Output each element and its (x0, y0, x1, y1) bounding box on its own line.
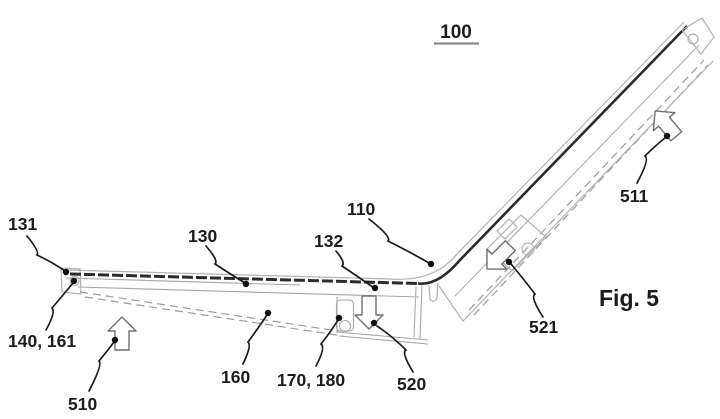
force-arrows (107, 110, 683, 351)
leader-520 (376, 325, 414, 373)
display-band-angled (417, 25, 688, 285)
device-number-label: 100 (440, 22, 472, 43)
ref-label-140-161: 140, 161 (8, 331, 76, 351)
leader-dot-110 (427, 260, 435, 268)
leader-dot-510 (111, 336, 119, 344)
ref-label-520: 520 (397, 374, 426, 394)
force-arrow-520-down-icon (354, 295, 384, 330)
end-box-right-edge (419, 284, 423, 340)
arm-dashed-line-2 (473, 64, 709, 316)
figure-caption: Fig. 5 (599, 285, 659, 311)
ref-label-110: 110 (347, 199, 375, 219)
labels: 100 131 130 132 110 511 140, 161 510 160… (8, 22, 659, 414)
fold-notch-outline (428, 282, 439, 302)
display-top-edge (65, 21, 685, 280)
leader-lines (26, 132, 671, 392)
tip-hinge-hole (687, 33, 699, 45)
arm-component-step (496, 218, 518, 240)
ref-label-132: 132 (314, 231, 343, 251)
leader-dot-140-161 (70, 277, 78, 285)
leader-dot-132 (371, 284, 379, 292)
ref-label-160: 160 (221, 367, 250, 387)
arm-dashed-line-1 (468, 59, 705, 311)
display-band-horizontal (69, 272, 419, 285)
tip-end-cap (681, 17, 715, 55)
wedge-line-lower (84, 296, 344, 337)
leader-dot-131 (62, 268, 70, 276)
leader-dot-511 (663, 132, 671, 140)
leader-dot-520 (370, 319, 378, 327)
leader-510 (88, 341, 115, 392)
end-box-bottom-outer (336, 331, 429, 341)
left-end-cap (60, 267, 82, 295)
ref-label-510: 510 (68, 394, 97, 414)
ref-label-131: 131 (8, 214, 37, 234)
leader-110 (368, 218, 430, 264)
leader-130 (205, 245, 246, 284)
end-box-right-inner (413, 286, 417, 338)
leader-140-161 (45, 282, 74, 331)
hinge-block-hole (338, 319, 352, 333)
plate-lower-edge (65, 277, 301, 286)
arm-component-hole (521, 242, 535, 256)
leader-170-180 (315, 319, 339, 367)
force-arrow-521-down-left-icon (486, 240, 516, 270)
ref-label-511: 511 (620, 186, 648, 206)
leader-521 (510, 263, 544, 318)
fold-notch (428, 282, 439, 302)
arm-component-box (486, 214, 547, 272)
leader-132 (335, 250, 375, 289)
force-arrow-511-up-left-icon (652, 110, 683, 142)
leader-dot-170-180 (335, 314, 343, 322)
arm-outer-edge (438, 60, 714, 322)
ref-label-521: 521 (529, 317, 558, 337)
leader-131 (26, 235, 66, 272)
leader-160 (242, 314, 268, 365)
ref-label-170-180: 170, 180 (277, 370, 345, 390)
leader-dot-521 (505, 258, 513, 266)
ref-label-130: 130 (188, 226, 217, 246)
wedge-line-upper (79, 291, 339, 332)
device-right-arm (417, 17, 715, 322)
end-box-bottom-inner (338, 335, 429, 345)
leader-dot-160 (264, 309, 272, 317)
left-hinge-hole (69, 275, 80, 287)
leader-511 (636, 137, 666, 184)
leader-dot-130 (242, 280, 250, 288)
